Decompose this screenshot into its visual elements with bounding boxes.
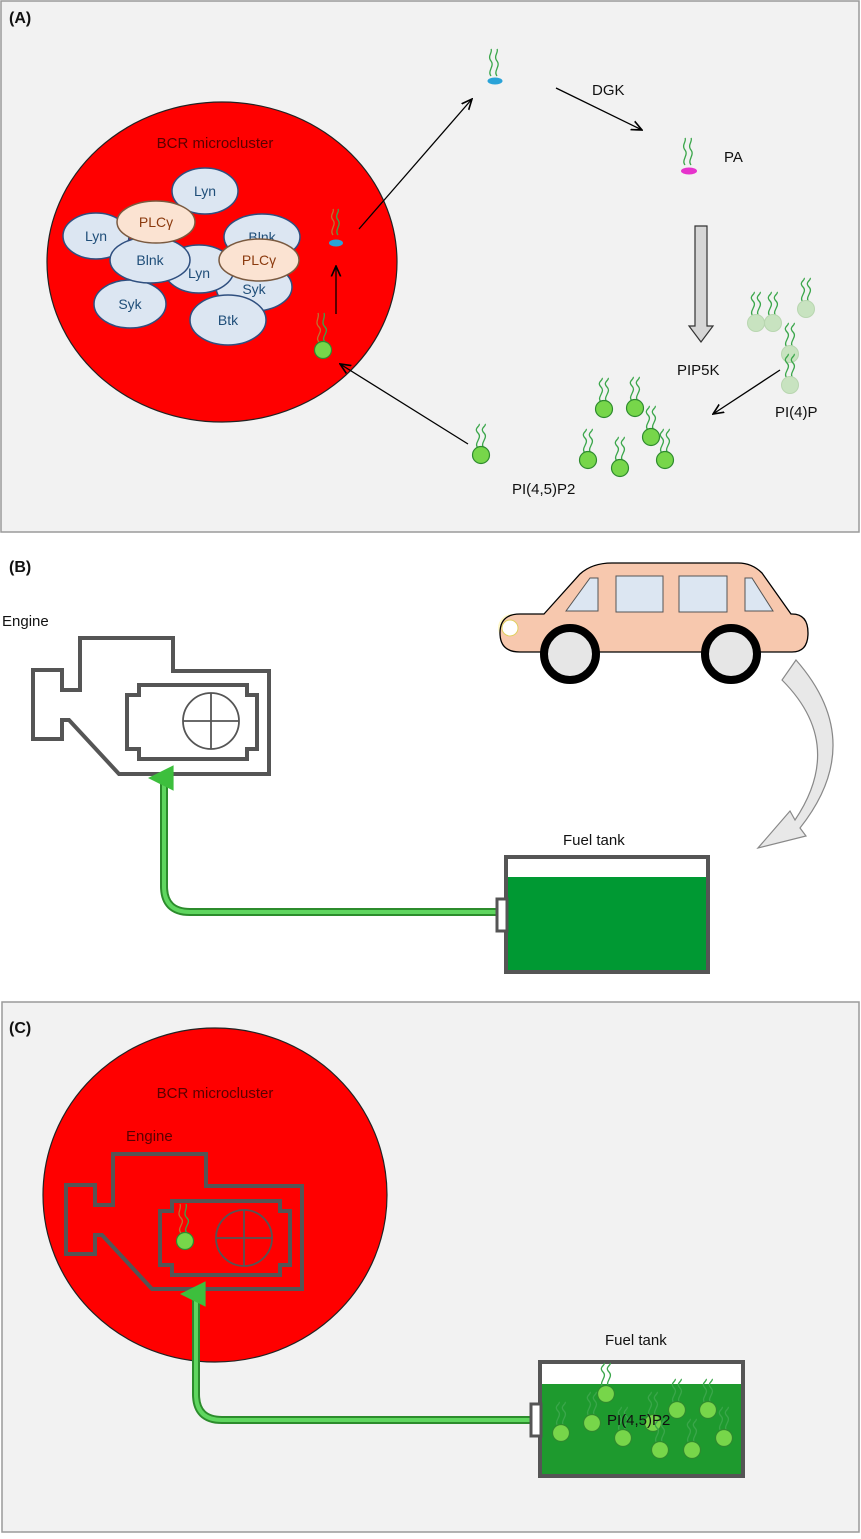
arrow-dgk xyxy=(555,87,642,130)
protein-btk xyxy=(189,294,267,346)
fuel-level-c xyxy=(542,1384,741,1474)
panel-a: (A) BCR microcluster Lyn Lyn Blnk Syk Ly… xyxy=(0,0,860,533)
protein-lyn-left-label: Lyn xyxy=(85,228,107,244)
protein-plcg-left xyxy=(116,200,196,244)
pip2-label-c: PI(4,5)P2 xyxy=(607,1412,670,1429)
bcr-microcluster-c-title: BCR microcluster xyxy=(157,1085,274,1102)
fuel-tank-label: Fuel tank xyxy=(563,832,625,849)
arrow-pip2-into-cluster xyxy=(340,364,469,445)
enzyme-dgk-label: DGK xyxy=(592,82,625,99)
protein-btk-label: Btk xyxy=(218,312,239,328)
pa-molecule xyxy=(681,137,697,175)
fuel-pipe xyxy=(148,765,500,914)
protein-syk-right-label: Syk xyxy=(242,281,266,297)
pip2-molecule-inside xyxy=(313,312,333,360)
pip2-molecule-in-engine xyxy=(175,1203,195,1251)
panel-b-label: (B) xyxy=(9,559,31,576)
panel-b: (B) Engine Fuel tank xyxy=(2,559,834,974)
protein-group: Lyn Lyn Blnk Syk Lyn Syk Btk Blnk PLCγ P… xyxy=(62,167,301,346)
arrow-pi4p-to-pip2 xyxy=(713,369,781,414)
arrow-dag-out xyxy=(358,99,472,230)
engine-icon xyxy=(31,636,271,776)
protein-lyn-top-label: Lyn xyxy=(194,183,216,199)
fuel-tank-label-c: Fuel tank xyxy=(605,1332,667,1349)
bcr-microcluster-title: BCR microcluster xyxy=(157,135,274,152)
dag-molecule-outside xyxy=(487,48,503,85)
lipid-pa-label: PA xyxy=(724,149,743,166)
engine-label-c: Engine xyxy=(126,1128,173,1145)
protein-plcg-left-label: PLCγ xyxy=(139,214,173,230)
protein-lyn-center-label: Lyn xyxy=(188,265,210,281)
protein-plcg-right-label: PLCγ xyxy=(242,252,276,268)
fuel-level xyxy=(508,877,706,970)
dag-molecule-inside xyxy=(329,208,343,247)
protein-syk-left-label: Syk xyxy=(118,296,142,312)
fuel-pipe-c xyxy=(180,1281,533,1422)
panel-a-label: (A) xyxy=(9,10,31,27)
enzyme-pip5k-label: PIP5K xyxy=(677,362,720,379)
car-icon xyxy=(498,562,809,684)
protein-plcg-right xyxy=(218,238,300,282)
lipid-pip2-label: PI(4,5)P2 xyxy=(512,481,575,498)
engine-label: Engine xyxy=(2,613,49,630)
arrow-car-to-tank xyxy=(756,659,834,850)
protein-blnk-left-label: Blnk xyxy=(136,252,164,268)
lipid-pi4p-label: PI(4)P xyxy=(775,404,818,421)
engine-icon-c xyxy=(64,1152,304,1291)
arrow-pa-to-pip5k xyxy=(687,225,715,343)
fuel-tank xyxy=(495,855,710,974)
panel-c: (C) BCR microcluster Engine Fuel tank xyxy=(1,1001,860,1533)
protein-lyn-top xyxy=(171,167,239,215)
panel-c-label: (C) xyxy=(9,1020,31,1037)
